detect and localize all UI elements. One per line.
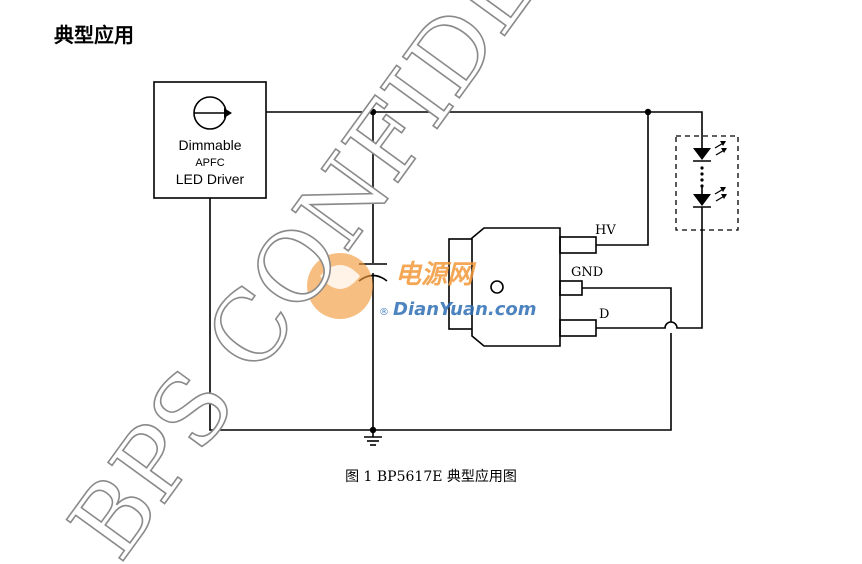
drain-wire xyxy=(596,230,703,329)
ic-package: HV GND D xyxy=(448,223,616,347)
gnd-wire xyxy=(582,287,672,322)
dianyuan-logo: 电源网 ® DianYuan.com xyxy=(307,253,537,320)
hv-pin xyxy=(559,236,597,254)
gnd-pin xyxy=(559,280,583,296)
logo-reg-mark: ® xyxy=(379,307,389,318)
logo-cn-text: 电源网 xyxy=(395,260,477,290)
d-pin-label: D xyxy=(599,307,609,322)
top-rail-wire xyxy=(266,111,703,136)
junction-dot xyxy=(644,108,652,116)
ic-body xyxy=(471,227,561,347)
led-dashed-box xyxy=(675,135,739,231)
driver-label-line3: LED Driver xyxy=(176,171,245,187)
d-pin xyxy=(559,319,597,337)
led-dots xyxy=(700,166,704,188)
ground-icon xyxy=(364,430,382,446)
driver-label-line2: APFC xyxy=(195,157,224,169)
junction-dot xyxy=(369,108,377,116)
hv-pin-label: HV xyxy=(595,223,616,238)
driver-label-line1: Dimmable xyxy=(178,137,241,153)
bottom-rail-wire xyxy=(209,198,672,431)
logo-en-text: DianYuan.com xyxy=(393,299,537,320)
page-title: 典型应用 xyxy=(54,23,134,47)
gnd-pin-label: GND xyxy=(571,265,603,280)
led-icon xyxy=(693,136,727,162)
pin1-marker xyxy=(490,280,504,294)
led-icon xyxy=(693,186,727,230)
figure-caption: 图 1 BP5617E 典型应用图 xyxy=(345,469,517,485)
led-driver-block: Dimmable APFC LED Driver xyxy=(153,81,267,199)
hv-wire xyxy=(596,112,649,246)
ac-source-icon xyxy=(193,96,232,130)
wires xyxy=(209,111,703,431)
led-string xyxy=(675,135,739,231)
